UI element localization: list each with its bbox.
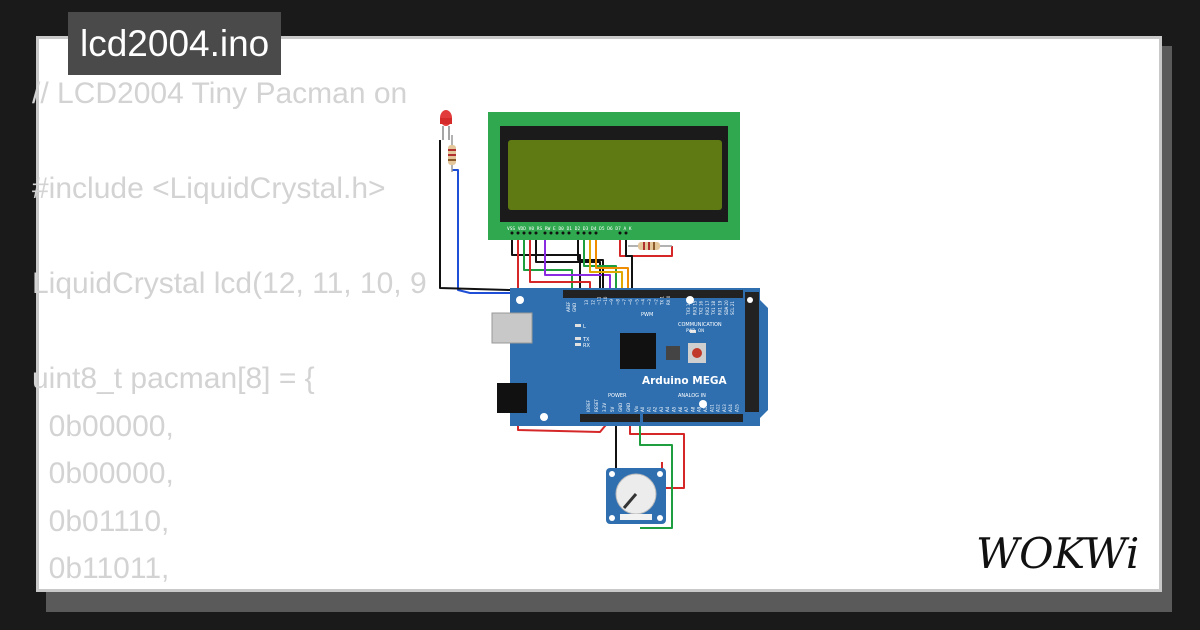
wire-lcd-backlight xyxy=(619,236,673,257)
led-l-label: L xyxy=(583,324,586,330)
digital-pin-label: ~11 xyxy=(597,296,602,305)
comm-pin-label: SDA 20 xyxy=(724,300,729,315)
board-name: Arduino MEGA xyxy=(642,375,727,387)
wire-lcd-rw xyxy=(535,236,601,296)
analog-pin-label: A11 xyxy=(709,404,714,412)
power-pin-label: 3.3V xyxy=(602,403,607,412)
digital-pin-label: ~7 xyxy=(622,299,627,305)
pwm-label: PWM xyxy=(641,312,653,318)
code-line: 0b01110, xyxy=(32,504,170,538)
analog-in-label: ANALOG IN xyxy=(678,393,706,399)
digital-pin-label: ~3 xyxy=(647,299,652,305)
digital-pin-label: ~9 xyxy=(609,299,614,305)
wire-lcd-e xyxy=(544,236,611,296)
aref-label: AREF xyxy=(566,301,571,312)
arduino-mega-board[interactable]: Arduino MEGA PWM COMMUNICATION POWER ANA… xyxy=(491,288,768,426)
comm-pin-label: TX1 18 xyxy=(711,300,716,316)
code-line: LiquidCrystal lcd(12, 11, 10, 9 xyxy=(32,267,427,300)
tx-label: TX xyxy=(582,337,590,343)
analog-pin-label: A9 xyxy=(697,406,702,412)
analog-pin-label: A4 xyxy=(665,406,670,412)
wokwi-logo: WOKWi xyxy=(976,529,1139,576)
analog-pin-label: A2 xyxy=(653,406,658,412)
comm-pin-label: RX2 17 xyxy=(705,300,710,315)
resistor-icon[interactable] xyxy=(448,135,456,172)
power-pin-label: GND xyxy=(618,403,623,412)
digital-pin-label: ~10 xyxy=(603,296,608,305)
wire-lcd-k xyxy=(625,236,633,296)
wire-lcd-d5 xyxy=(583,236,617,296)
digital-pin-label: ~4 xyxy=(641,299,646,305)
analog-pin-label: A5 xyxy=(672,406,677,412)
analog-pin-label: A6 xyxy=(678,406,683,412)
power-pin-label: IOREF xyxy=(586,399,591,412)
digital-pin-label: 12 xyxy=(590,299,595,305)
analog-pin-label: A8 xyxy=(690,406,695,412)
analog-pin-label: A15 xyxy=(735,404,740,412)
gnd-label: GND xyxy=(572,303,577,312)
analog-pin-label: A12 xyxy=(716,404,721,412)
comm-pin-label: TX3 14 xyxy=(686,300,691,316)
code-preview: // LCD2004 Tiny Pacman on #include <Liqu… xyxy=(32,70,427,593)
comm-pin-label: RX1 19 xyxy=(718,300,723,315)
analog-pin-label: A3 xyxy=(659,406,664,412)
pwr-label: PWR xyxy=(686,328,695,333)
digital-pin-label: 13 xyxy=(584,299,589,305)
on-label: ON xyxy=(698,328,704,333)
code-line: 0b00000, xyxy=(32,457,174,490)
analog-pin-label: A0 xyxy=(640,406,645,412)
analog-pin-label: A14 xyxy=(728,404,733,412)
code-line: uint8_t pacman[8] = { xyxy=(32,362,315,395)
wire-pot-signal xyxy=(639,420,673,529)
wire-led-blue xyxy=(452,169,545,294)
analog-pin-label: A13 xyxy=(722,404,727,412)
rx-label: RX xyxy=(583,343,590,349)
code-line: // LCD2004 Tiny Pacman on xyxy=(32,77,408,110)
led-icon[interactable] xyxy=(440,110,452,140)
analog-pin-label: A7 xyxy=(684,406,689,412)
comm-pin-label: RX3 15 xyxy=(692,300,697,315)
comm-pin-label: TX2 16 xyxy=(699,300,704,316)
power-label: POWER xyxy=(608,393,627,399)
power-pin-label: 5V xyxy=(610,406,615,412)
power-pin-label: RESET xyxy=(594,399,599,412)
analog-pin-label: A10 xyxy=(703,404,708,412)
communication-label: COMMUNICATION xyxy=(678,322,722,328)
analog-pin-label: A1 xyxy=(646,406,651,412)
power-pin-label: Vin xyxy=(634,405,639,412)
wokwi-wordmark: WOKWi xyxy=(976,529,1139,576)
power-jack-icon xyxy=(497,383,527,413)
digital-pin-label: ~2 xyxy=(653,299,658,305)
power-pin-label: GND xyxy=(626,403,631,412)
code-line: 0b00000, xyxy=(32,409,174,443)
wire-lcd-d7 xyxy=(595,236,629,296)
potentiometer-icon[interactable] xyxy=(606,468,666,524)
usb-port-icon xyxy=(491,312,533,344)
comm-pin-label: SCL 21 xyxy=(730,301,735,315)
digital-pin-label: ~5 xyxy=(634,299,639,305)
digital-pin-label: RX 0 xyxy=(666,295,671,305)
digital-pin-label: ~6 xyxy=(628,299,633,305)
wire-lcd-d6 xyxy=(589,236,623,296)
digital-pin-label: ~8 xyxy=(616,299,621,305)
digital-pin-label: TX 1 xyxy=(660,296,665,306)
mcu-chip xyxy=(620,333,656,369)
wire-lcd-v0 xyxy=(523,236,573,296)
project-title[interactable]: lcd2004.ino xyxy=(68,12,282,75)
resistor-icon[interactable] xyxy=(628,242,672,250)
code-line: #include <LiquidCrystal.h> xyxy=(32,172,386,205)
lcd-display[interactable]: VSS VDD V0 RS RW E D0 D1 D2 D3 D4 D5 D6 … xyxy=(488,112,740,240)
lcd-pin-labels: VSS VDD V0 RS RW E D0 D1 D2 D3 D4 D5 D6 … xyxy=(507,226,632,232)
code-line: 0b11011, xyxy=(32,552,170,585)
